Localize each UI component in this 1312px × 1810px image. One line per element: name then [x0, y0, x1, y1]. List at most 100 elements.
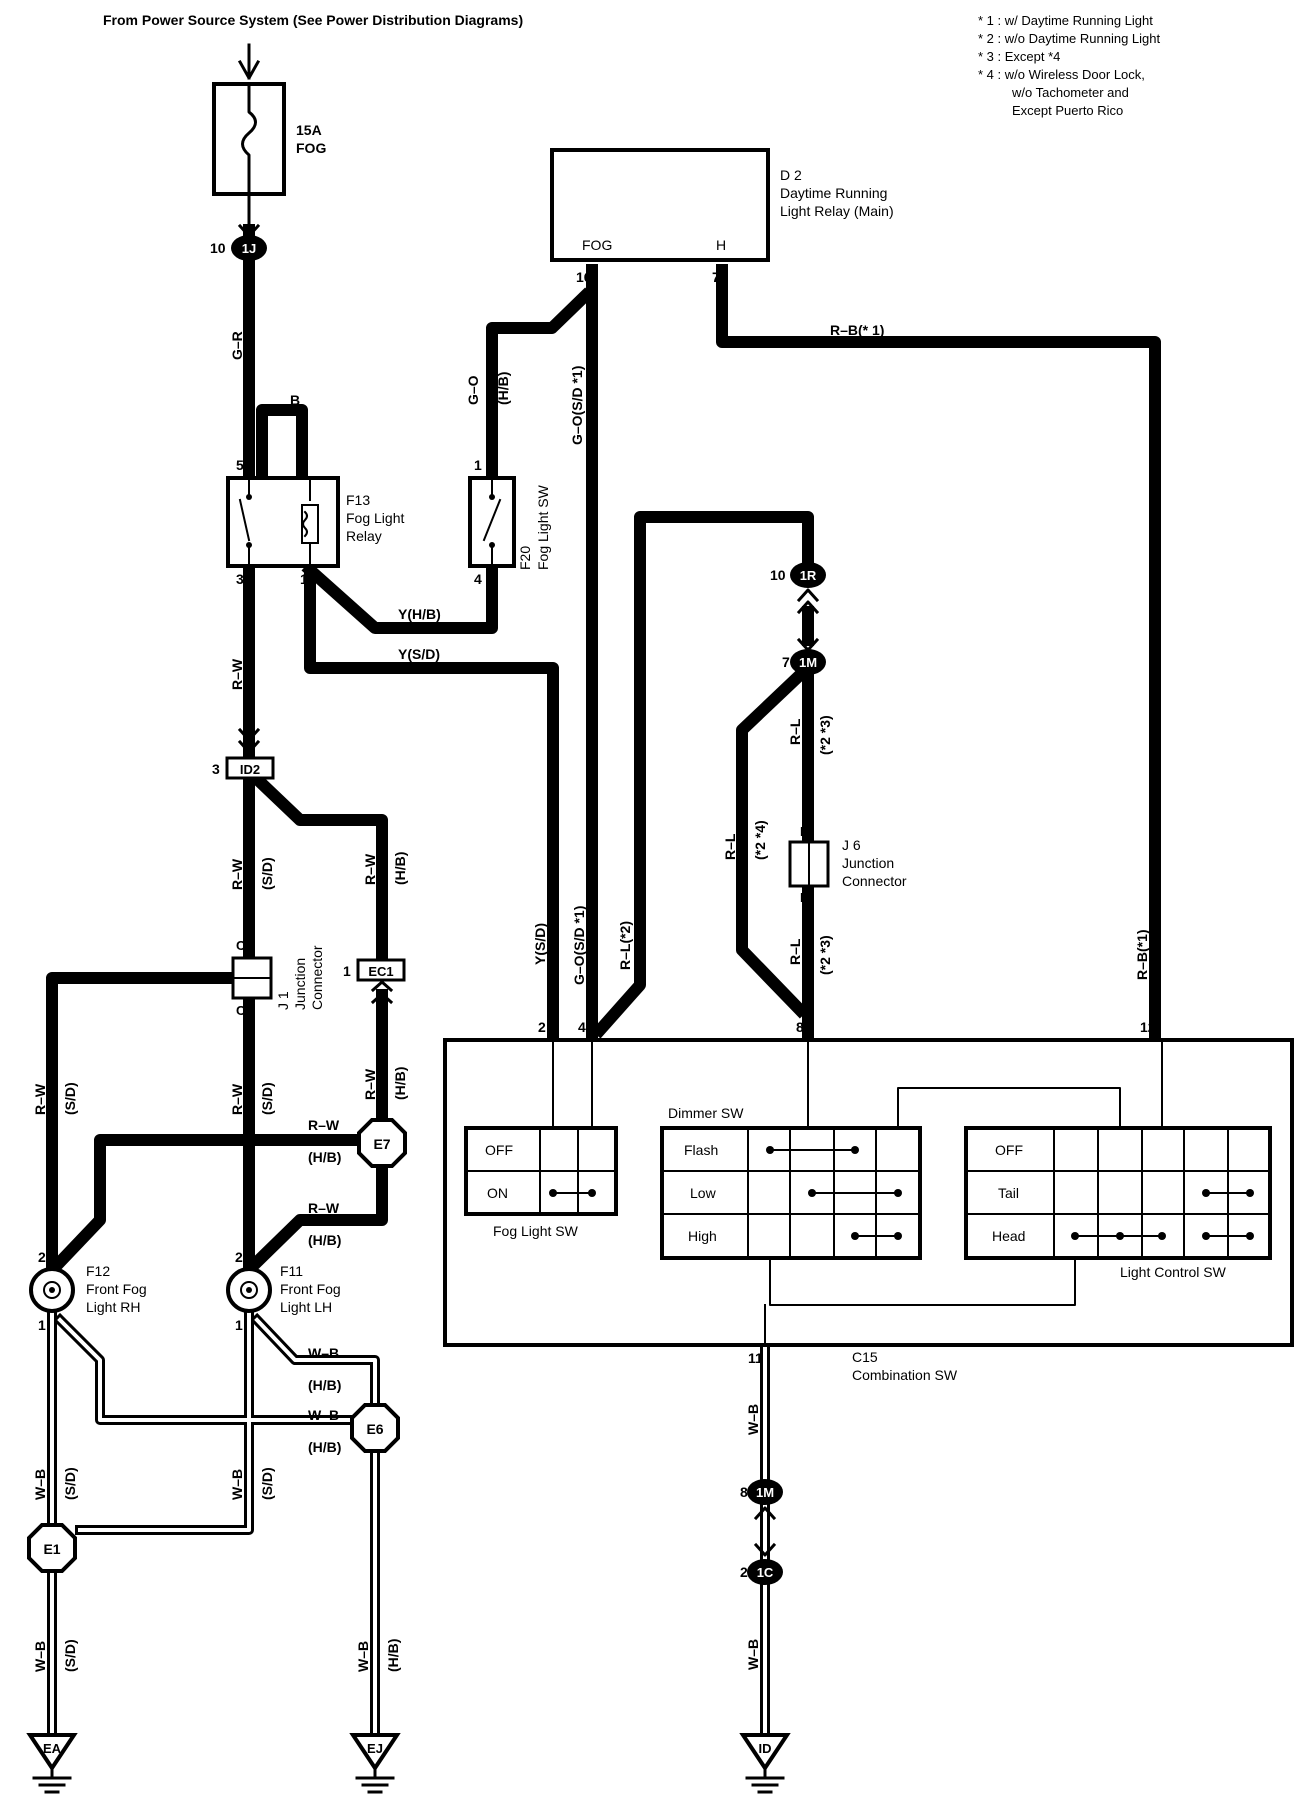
- svg-text:OFF: OFF: [995, 1142, 1023, 1158]
- ground-id: ID: [739, 1733, 791, 1794]
- fuse-15a: 15A FOG: [212, 82, 326, 196]
- svg-text:(S/D): (S/D): [259, 857, 275, 890]
- svg-text:W–B: W–B: [229, 1469, 245, 1500]
- svg-text:Fog Light: Fog Light: [346, 510, 404, 526]
- svg-text:R–W: R–W: [308, 1200, 340, 1216]
- svg-text:R–W: R–W: [308, 1117, 340, 1133]
- svg-text:G–O(S/D *1): G–O(S/D *1): [569, 366, 585, 445]
- svg-text:1: 1: [235, 1317, 243, 1333]
- svg-text:W–B: W–B: [355, 1641, 371, 1672]
- wire-e7-f11: [248, 1154, 388, 1271]
- svg-text:(S/D): (S/D): [259, 1082, 275, 1115]
- svg-text:Junction: Junction: [292, 958, 308, 1010]
- svg-text:(H/B): (H/B): [495, 372, 511, 405]
- svg-text:(*2 *3): (*2 *3): [817, 935, 833, 975]
- svg-text:Front Fog: Front Fog: [86, 1281, 147, 1297]
- svg-text:E1: E1: [43, 1541, 60, 1557]
- connector-id2: ID2 3: [212, 727, 275, 780]
- svg-text:2: 2: [300, 457, 308, 473]
- svg-text:High: High: [688, 1228, 717, 1244]
- splice-e7: E7: [357, 1118, 407, 1168]
- main-wires: [46, 224, 1161, 1271]
- svg-text:Combination SW: Combination SW: [852, 1367, 958, 1383]
- junction-j6: E E J 6 Junction Connector: [788, 824, 907, 905]
- svg-text:12: 12: [1140, 1019, 1156, 1035]
- svg-text:4: 4: [578, 1019, 586, 1035]
- wire-r-l-2: [591, 511, 814, 1039]
- relay-d2: FOG H 16 7 D 2 Daytime Running Light Rel…: [550, 148, 894, 285]
- lamp-f12: 2 1 F12 Front Fog Light RH: [29, 1249, 147, 1333]
- svg-text:Front Fog: Front Fog: [280, 1281, 341, 1297]
- note-4b: w/o Tachometer and: [1011, 85, 1129, 100]
- svg-text:R–L: R–L: [787, 938, 803, 965]
- svg-text:8: 8: [796, 1019, 804, 1035]
- svg-text:R–W: R–W: [229, 658, 245, 690]
- svg-text:E7: E7: [373, 1136, 390, 1152]
- svg-text:2: 2: [38, 1249, 46, 1265]
- svg-text:R–L: R–L: [722, 833, 738, 860]
- svg-text:ON: ON: [487, 1185, 508, 1201]
- svg-text:11: 11: [748, 1350, 763, 1366]
- svg-text:4: 4: [474, 571, 482, 587]
- svg-text:H: H: [716, 237, 726, 253]
- svg-text:F11: F11: [280, 1263, 303, 1279]
- note-1: * 1 : w/ Daytime Running Light: [978, 13, 1153, 28]
- svg-text:Light Relay (Main): Light Relay (Main): [780, 203, 894, 219]
- svg-text:E: E: [800, 890, 809, 905]
- power-input: [237, 43, 261, 80]
- svg-text:EA: EA: [43, 1741, 62, 1756]
- svg-text:R–W: R–W: [362, 853, 378, 885]
- wire-r-l-4: [736, 666, 809, 1019]
- svg-text:Y(S/D): Y(S/D): [398, 646, 440, 662]
- svg-text:(H/B): (H/B): [308, 1439, 341, 1455]
- lamp-f11: 2 1 F11 Front Fog Light LH: [226, 1249, 341, 1333]
- svg-text:ID2: ID2: [240, 762, 260, 777]
- svg-text:Daytime Running: Daytime Running: [780, 185, 887, 201]
- relay-f13: 5 2 3 1 F13 Fog Light Relay: [226, 457, 404, 587]
- svg-text:(H/B): (H/B): [392, 1067, 408, 1100]
- switch-f20: 1 4 F20 Fog Light SW: [468, 457, 551, 587]
- svg-text:(*2 *4): (*2 *4): [752, 820, 768, 860]
- svg-text:(H/B): (H/B): [308, 1377, 341, 1393]
- svg-text:2: 2: [740, 1564, 748, 1580]
- connector-1r: 1R 10: [770, 562, 826, 615]
- svg-text:1M: 1M: [799, 655, 817, 670]
- svg-text:16: 16: [576, 269, 592, 285]
- svg-text:EJ: EJ: [367, 1741, 383, 1756]
- svg-text:Junction: Junction: [842, 855, 894, 871]
- wire-y-hb: [301, 554, 498, 634]
- svg-text:FOG: FOG: [582, 237, 612, 253]
- footnotes: * 1 : w/ Daytime Running Light * 2 : w/o…: [978, 13, 1160, 118]
- svg-text:R–B(*1): R–B(*1): [1134, 929, 1150, 980]
- connector-1m-bottom: 1M 8: [740, 1479, 783, 1521]
- svg-text:7: 7: [782, 654, 790, 670]
- splice-e1: E1: [27, 1523, 77, 1573]
- connector-ec1: EC1 1: [343, 958, 406, 1005]
- wire-g-o-hb: [486, 287, 594, 476]
- svg-text:J 1: J 1: [275, 991, 291, 1010]
- svg-text:C15: C15: [852, 1349, 878, 1365]
- svg-text:W–B: W–B: [745, 1639, 761, 1670]
- svg-text:1: 1: [300, 571, 308, 587]
- svg-text:R–W: R–W: [32, 1083, 48, 1115]
- fuse-name: FOG: [296, 140, 326, 156]
- svg-text:ID: ID: [759, 1741, 772, 1756]
- svg-text:R–L(*2): R–L(*2): [617, 921, 633, 970]
- connector-1j: 1J 10: [210, 223, 267, 261]
- svg-text:3: 3: [236, 571, 244, 587]
- svg-text:3: 3: [212, 761, 220, 777]
- combination-switch-c15: 2 4 8 12 11 C15 Combination SW Fog Light…: [443, 1019, 1294, 1383]
- svg-text:C: C: [236, 938, 246, 953]
- svg-text:Tail: Tail: [998, 1185, 1019, 1201]
- svg-text:OFF: OFF: [485, 1142, 513, 1158]
- svg-text:2: 2: [235, 1249, 243, 1265]
- svg-text:Connector: Connector: [842, 873, 907, 889]
- ground-ej: EJ: [349, 1733, 401, 1794]
- svg-text:5: 5: [236, 457, 244, 473]
- svg-text:1: 1: [343, 963, 351, 979]
- ground-ea: EA: [26, 1733, 78, 1794]
- svg-text:10: 10: [770, 567, 786, 583]
- f13-id: F13: [346, 492, 370, 508]
- svg-text:C: C: [212, 972, 222, 987]
